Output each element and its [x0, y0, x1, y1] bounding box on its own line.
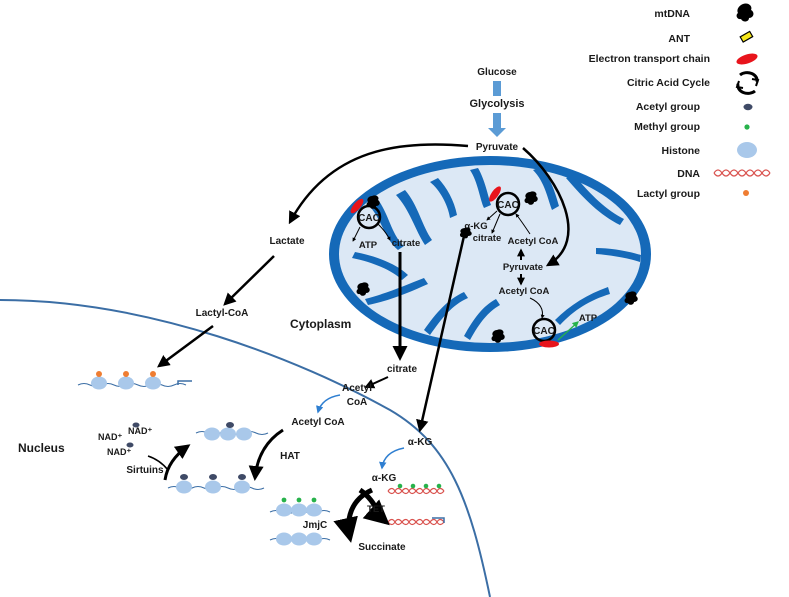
arrow-acetylcoa-cac2 — [515, 213, 531, 235]
svg-text:CAC: CAC — [533, 326, 555, 337]
methylated-dna — [387, 483, 445, 495]
legend-ant-label: ANT — [668, 33, 690, 45]
legend-etc-label: Electron transport chain — [589, 53, 710, 65]
arrow-cac1-citrate — [377, 223, 391, 241]
arrow-hat — [248, 428, 284, 481]
arrow-pyruvate-mito — [522, 147, 570, 267]
nad-3-label: NAD⁺ — [107, 447, 131, 457]
akg-mito-label: α-KG — [464, 221, 487, 232]
mtdna-3 — [356, 282, 370, 296]
acetyl-coa-mito-2-label: Acetyl CoA — [499, 286, 550, 297]
sirtuins-label: Sirtuins — [126, 465, 164, 476]
legend-cac-label: Citric Acid Cycle — [627, 77, 710, 89]
pyruvate-top-label: Pyruvate — [476, 142, 519, 153]
histone-icon — [737, 142, 757, 158]
acetyl-coa-nuc-label: Acetyl CoA — [291, 417, 344, 428]
glycolysis-arrow — [488, 113, 506, 137]
legend-histone-label: Histone — [661, 145, 700, 157]
glycolysis-shaft-1 — [493, 81, 501, 96]
acetylated-histones-top — [195, 422, 269, 441]
atp-2-label: ATP — [579, 313, 598, 324]
cac-cycle-2: CAC — [495, 191, 521, 217]
acetyl-group-free-1 — [132, 422, 140, 428]
mtdna-icon — [736, 3, 754, 22]
nucleus-label: Nucleus — [18, 441, 65, 455]
mtdna-2 — [524, 191, 538, 205]
akg-cyto-label: α-KG — [408, 437, 433, 448]
arrow-cac2-citrate — [491, 213, 501, 234]
legend: mtDNA ANT Electron transport chain Citri… — [589, 3, 771, 200]
arrow-lactate-lactylcoa — [223, 255, 275, 306]
arrow-sirtuins — [163, 444, 191, 481]
succinate-label: Succinate — [358, 542, 406, 553]
nuclear-membrane — [0, 299, 491, 597]
unmethylated-dna — [387, 517, 445, 526]
citrate-cyto-label: citrate — [387, 364, 417, 375]
tet-label: TET — [367, 504, 385, 515]
citrate-mito-1-label: citrate — [392, 238, 421, 249]
akg-nuc-label: α-KG — [372, 473, 397, 484]
legend-mtdna-label: mtDNA — [654, 8, 690, 20]
legend-acetyl-label: Acetyl group — [636, 101, 700, 113]
methyl-group-icon — [744, 124, 750, 130]
etc-3 — [539, 340, 559, 348]
acetyl-cyto-2-label: CoA — [347, 397, 368, 408]
nad-2-label: NAD⁺ — [128, 426, 152, 436]
acetyl-cyto-1-label: Acetyl — [342, 383, 372, 394]
legend-lactyl-label: Lactyl group — [637, 188, 700, 200]
etc-2 — [489, 186, 501, 202]
arrow-cac1-atp — [352, 226, 361, 242]
mitochondrion — [329, 156, 651, 352]
dna-icon — [713, 169, 771, 177]
nad-1-label: NAD⁺ — [98, 432, 122, 442]
lactyl-group-icon — [743, 190, 749, 196]
arrow-akg-nucleus — [379, 447, 405, 470]
hat-label: HAT — [280, 451, 300, 462]
arrow-citrate-acetyl — [364, 376, 389, 389]
legend-methyl-label: Methyl group — [634, 121, 700, 133]
mtdna-5 — [624, 291, 638, 305]
ant-icon — [739, 30, 754, 43]
acetyl-group-free-2 — [126, 442, 134, 448]
lactate-label: Lactate — [269, 236, 304, 247]
lactyl-coa-label: Lactyl-CoA — [196, 308, 249, 319]
mtdna-6 — [491, 329, 505, 343]
cycle-icon — [735, 71, 760, 95]
acetylated-histones-bottom — [167, 474, 265, 494]
arrow-akg-out — [416, 235, 466, 433]
methylated-histones — [269, 497, 331, 517]
lactylated-histones — [77, 371, 192, 390]
svg-text:CAC: CAC — [358, 213, 380, 224]
mtdna-4 — [459, 227, 472, 239]
acetyl-group-icon — [743, 103, 753, 111]
arrow-cac3-atp — [557, 321, 579, 341]
etc-icon — [736, 53, 758, 65]
jmjc-label: JmjC — [303, 520, 327, 531]
glucose-label: Glucose — [477, 67, 517, 78]
arrow-cac2-akg — [486, 210, 498, 221]
acetyl-coa-mito-1-label: Acetyl CoA — [508, 236, 559, 247]
arrow-lactylcoa-histone — [156, 324, 214, 368]
arrow-pyruvate-lactate — [288, 143, 469, 225]
arrow-tet — [358, 487, 390, 526]
arrow-sirtuins-nad — [147, 455, 169, 471]
etc-1 — [350, 198, 364, 214]
glycolysis-label: Glycolysis — [469, 98, 524, 110]
mtdna-1 — [366, 195, 380, 209]
arrow-acetyl-nucleus — [316, 394, 341, 414]
svg-text:CAC: CAC — [497, 200, 519, 211]
arrow-acetylcoa-cac3 — [529, 297, 545, 319]
cytoplasm-label: Cytoplasm — [290, 317, 351, 331]
citrate-mito-2-label: citrate — [473, 233, 502, 244]
legend-dna-label: DNA — [677, 168, 700, 180]
atp-1-label: ATP — [359, 240, 378, 251]
unmethylated-histones — [269, 532, 331, 546]
pyruvate-mito-label: Pyruvate — [503, 262, 543, 273]
